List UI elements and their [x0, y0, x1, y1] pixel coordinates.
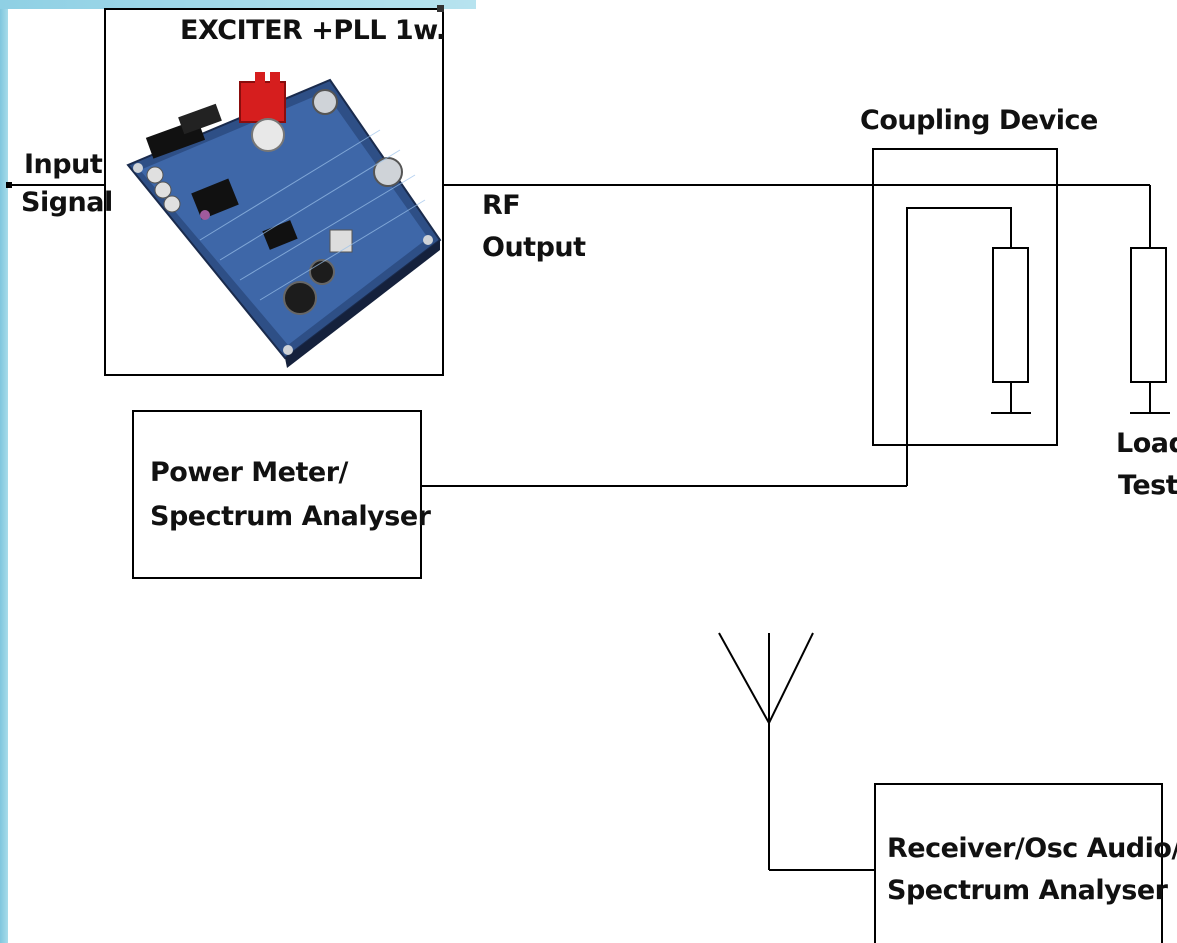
input-signal-label-line2: Signal	[21, 187, 113, 218]
receiver-box	[874, 783, 1163, 943]
coupling-device-box	[872, 148, 1058, 446]
load-resistor-icon	[1130, 247, 1167, 383]
antenna-icon	[718, 632, 814, 726]
power-meter-label-line2: Spectrum Analyser	[150, 501, 431, 532]
coupling-device-label: Coupling Device	[860, 105, 1098, 136]
top-gradient-strip	[0, 0, 476, 9]
input-terminal	[6, 182, 12, 188]
receiver-label-line1: Receiver/Osc Audio/	[887, 833, 1177, 864]
exciter-box	[104, 8, 444, 376]
exciter-title: EXCITER +PLL 1w.	[180, 15, 446, 46]
rf-output-label-line2: Output	[482, 232, 586, 263]
rf-output-label-line1: RF	[482, 190, 521, 221]
input-signal-label-line1: Input	[24, 149, 103, 180]
receiver-label-line2: Spectrum Analyser	[887, 875, 1168, 906]
box-corner-mark	[437, 5, 444, 12]
pcb-board-icon	[126, 72, 442, 368]
sidebar-gradient	[0, 0, 8, 943]
power-meter-box	[132, 410, 422, 579]
load-test-label-line1: Load	[1116, 428, 1177, 459]
load-test-label-line2: Test	[1118, 470, 1177, 501]
power-meter-label-line1: Power Meter/	[150, 457, 348, 488]
coupling-loop-line	[906, 207, 1012, 486]
coupling-resistor-icon	[992, 247, 1029, 383]
